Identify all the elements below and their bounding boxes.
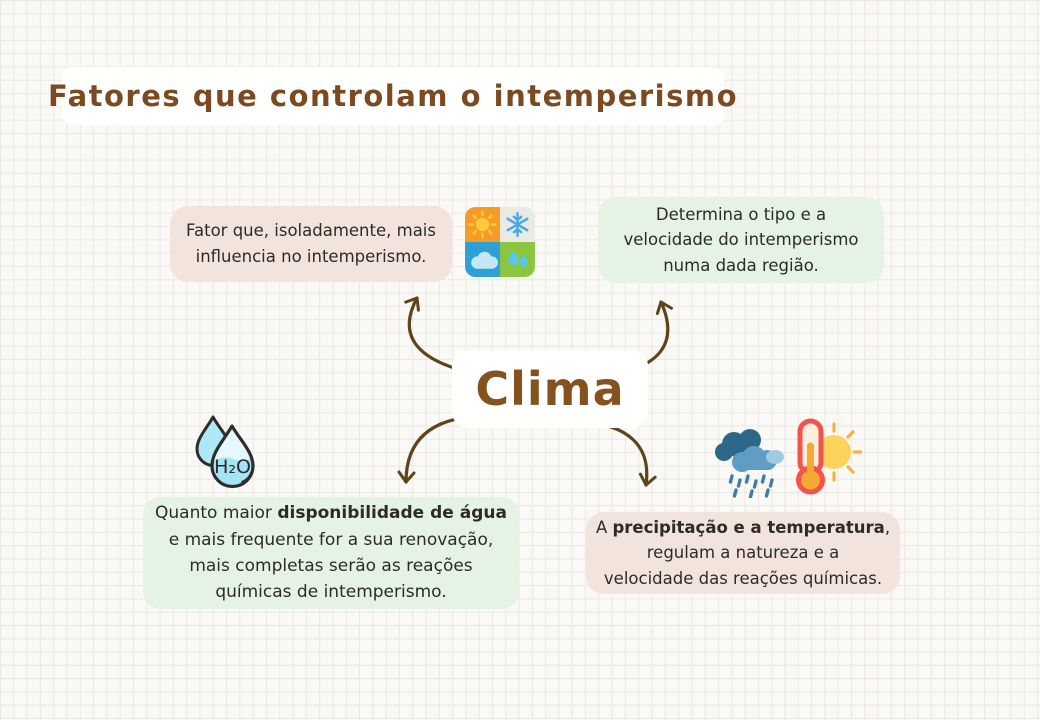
- node-text-line: Determina o tipo e a: [655, 204, 827, 224]
- node-text-line: A precipitação e a temperatura,: [595, 517, 891, 537]
- node-text-line: velocidade das reações químicas.: [603, 568, 883, 588]
- page-title: Fatores que controlam o intemperismo: [47, 79, 739, 113]
- thermometer-sun-icon: [792, 416, 862, 498]
- water-h2o-icon: H₂O: [182, 412, 268, 498]
- weather-quadrant-icon: [464, 206, 536, 278]
- rain-cloud-icon: [708, 424, 796, 498]
- node-text-line: regulam a natureza e a: [646, 543, 840, 563]
- node-text-line: químicas de intemperismo.: [215, 582, 447, 603]
- node-bottom-left: Quanto maior disponibilidade de água e m…: [143, 497, 519, 609]
- node-text-line: influencia no intemperismo.: [195, 247, 427, 266]
- cloud-icon: [471, 251, 498, 269]
- central-node-label: Clima: [475, 362, 625, 416]
- arrow-to-bottom-right: [578, 419, 657, 487]
- title-card: Fatores que controlam o intemperismo: [48, 67, 737, 125]
- node-text-line: Fator que, isoladamente, mais: [186, 221, 436, 241]
- node-top-right: Determina o tipo e a velocidade do intem…: [598, 197, 884, 283]
- node-text-line: e mais frequente for a sua renovação,: [168, 529, 494, 550]
- central-node-clima: Clima: [452, 350, 648, 428]
- h2o-label: H₂O: [214, 456, 251, 478]
- node-text-line: Quanto maior disponibilidade de água: [155, 503, 507, 524]
- node-top-left: Fator que, isoladamente, mais influencia…: [170, 206, 452, 282]
- node-text-line: velocidade do intemperismo: [623, 230, 859, 250]
- snowflake-icon: [506, 211, 529, 238]
- node-text-line: mais completas serão as reações: [189, 556, 473, 576]
- raindrops-icon: [508, 250, 528, 267]
- sun-icon: [468, 210, 497, 239]
- node-bottom-right: A precipitação e a temperatura, regulam …: [586, 512, 900, 594]
- node-text-line: numa dada região.: [663, 255, 819, 275]
